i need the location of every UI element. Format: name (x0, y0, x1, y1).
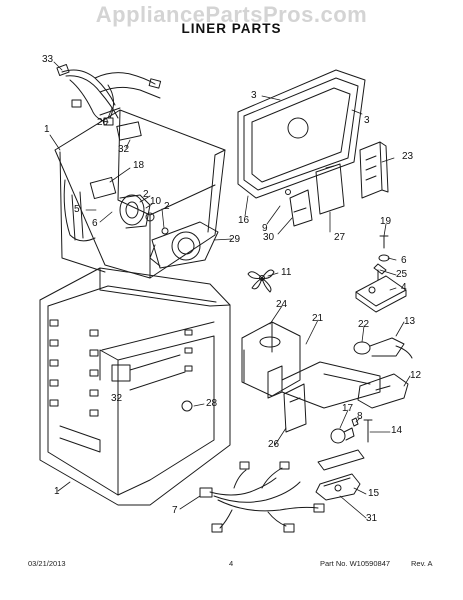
evaporator-cover (237, 69, 366, 199)
footer-part-number: Part No. W10590847 (320, 559, 391, 568)
callout-14: 14 (391, 425, 403, 436)
callout-16: 16 (238, 215, 250, 226)
air-duct-parts (285, 141, 389, 227)
callout-23: 23 (402, 151, 414, 162)
footer-revision: Rev. A (411, 559, 433, 568)
callout-6: 6 (92, 218, 98, 229)
callout-19: 19 (380, 216, 392, 227)
callout-1: 1 (44, 124, 50, 135)
callout-15: 15 (368, 488, 380, 499)
page-title: LINER PARTS (181, 21, 282, 36)
harness-top (56, 64, 162, 126)
leader-lines (49, 61, 411, 519)
callout-3b: 3 (364, 115, 370, 126)
callout-22: 22 (358, 319, 370, 330)
duct-assembly (241, 321, 381, 433)
callout-32b: 32 (111, 393, 123, 404)
callout-17: 17 (342, 403, 354, 414)
callout-11: 11 (281, 267, 292, 278)
callout-6b: 6 (401, 255, 407, 266)
lens-cover (315, 449, 365, 501)
control-box (355, 235, 407, 313)
callout-10: 10 (150, 196, 162, 207)
light-parts (330, 337, 413, 444)
callout-31: 31 (366, 513, 378, 524)
watermark: AppliancePartsPros.com (95, 2, 368, 27)
fan-blade (247, 269, 275, 293)
fan-shroud (149, 221, 219, 269)
harness-bottom (199, 461, 325, 533)
callout-13: 13 (404, 316, 416, 327)
callout-7: 7 (172, 505, 178, 516)
callout-29: 29 (229, 234, 241, 245)
callout-32: 32 (118, 144, 130, 155)
footer-date: 03/21/2013 (28, 559, 66, 568)
callout-33: 33 (42, 54, 54, 65)
callout-24: 24 (276, 299, 288, 310)
callout-26: 26 (268, 439, 280, 450)
callout-2b: 2 (164, 201, 170, 212)
callout-5: 5 (74, 204, 80, 215)
callout-21: 21 (312, 313, 324, 324)
callout-18: 18 (133, 160, 145, 171)
footer-page-number: 4 (229, 559, 234, 568)
callout-1b: 1 (54, 486, 60, 497)
callout-4: 4 (401, 282, 407, 293)
freezer-liner (54, 107, 226, 279)
callout-30: 30 (263, 232, 275, 243)
callout-27: 27 (334, 232, 346, 243)
callout-3: 3 (251, 90, 257, 101)
callout-20: 20 (97, 117, 109, 128)
fresh-food-liner (39, 267, 231, 506)
callout-25: 25 (396, 269, 408, 280)
callout-2: 2 (143, 189, 149, 200)
callout-12: 12 (410, 370, 422, 381)
callout-8: 8 (357, 411, 363, 422)
callout-9: 9 (262, 223, 268, 234)
callout-28: 28 (206, 398, 218, 409)
